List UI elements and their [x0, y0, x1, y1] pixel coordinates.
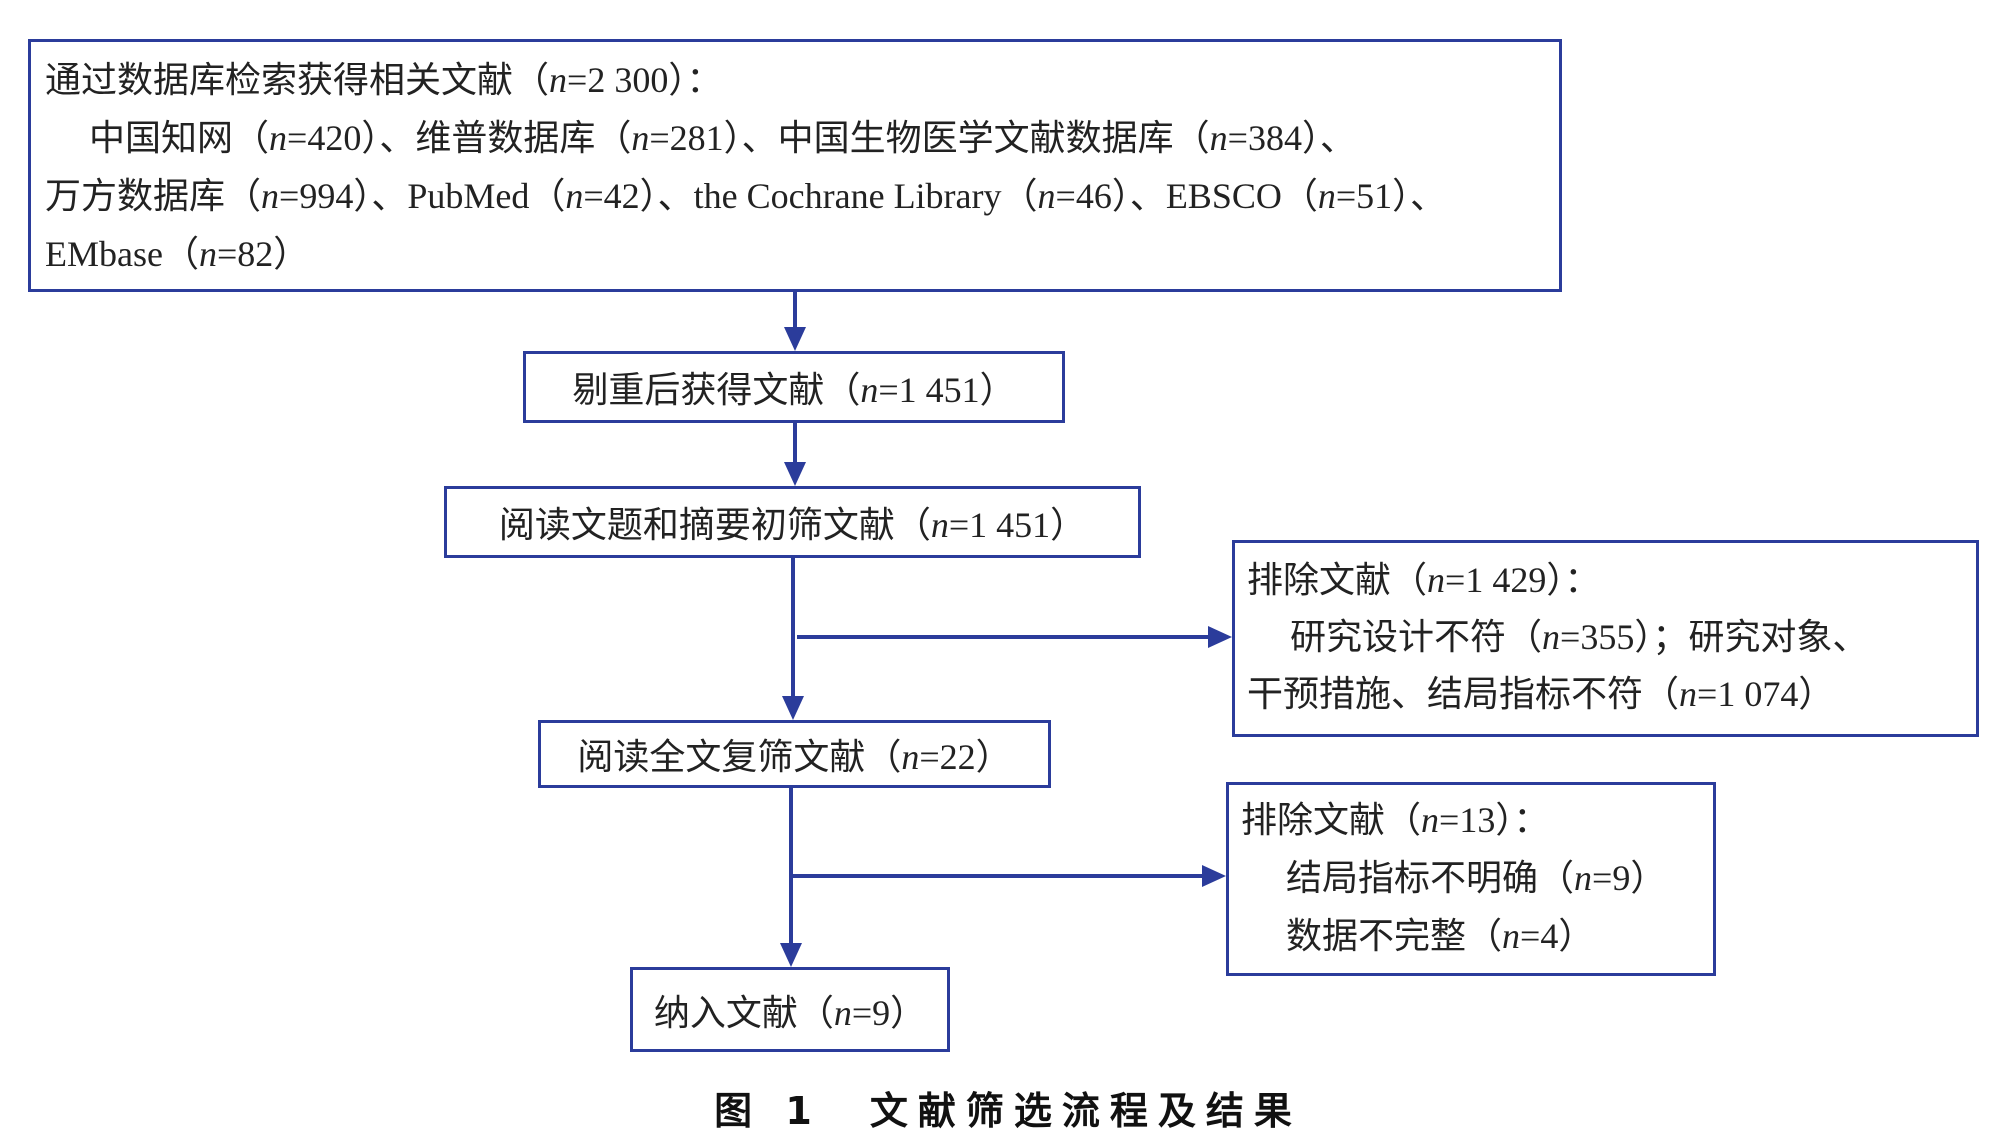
excluded-1-reason-line-2: 干预措施、结局指标不符（n=1 074）	[1247, 674, 1835, 714]
arrow-dedup-to-screen-head	[784, 462, 806, 486]
full-text-screening-label: 阅读全文复筛文献（n=22）	[577, 737, 1012, 777]
excluded-2-reason-outcome: 结局指标不明确（n=9）	[1286, 858, 1667, 898]
figure-caption: 图 1 文献筛选流程及结果	[714, 1089, 1302, 1133]
full-text-screening-box: 阅读全文复筛文献（n=22）	[538, 720, 1051, 788]
arrow-screen-to-fulltext-head	[782, 696, 804, 720]
search-total-line: 通过数据库检索获得相关文献（n=2 300）：	[45, 60, 723, 100]
search-sources-line-1: 中国知网（n=420）、维普数据库（n=281）、中国生物医学文献数据库（n=3…	[89, 118, 1356, 158]
database-search-box: 通过数据库检索获得相关文献（n=2 300）： 中国知网（n=420）、维普数据…	[28, 39, 1562, 292]
excluded-after-full-text-box: 排除文献（n=13）： 结局指标不明确（n=9） 数据不完整（n=4）	[1226, 782, 1716, 976]
arrow-search-to-dedup-head	[784, 327, 806, 351]
arrow-screen-to-excluded-1-head	[1208, 626, 1232, 648]
title-abstract-screening-label: 阅读文题和摘要初筛文献（n=1 451）	[498, 505, 1087, 545]
arrow-fulltext-to-excluded-2-head	[1202, 865, 1226, 887]
search-sources-line-3: EMbase（n=82）	[45, 234, 310, 274]
arrow-fulltext-to-included-head	[780, 943, 802, 967]
excluded-after-screening-box: 排除文献（n=1 429）： 研究设计不符（n=355）；研究对象、 干预措施、…	[1232, 540, 1979, 737]
excluded-2-reason-incomplete-data: 数据不完整（n=4）	[1286, 916, 1595, 956]
deduplication-box: 剔重后获得文献（n=1 451）	[523, 351, 1065, 423]
included-studies-box: 纳入文献（n=9）	[630, 967, 950, 1052]
search-sources-line-2: 万方数据库（n=994）、PubMed（n=42）、the Cochrane L…	[45, 176, 1447, 216]
excluded-1-reason-line-1: 研究设计不符（n=355）；研究对象、	[1290, 617, 1869, 657]
included-studies-label: 纳入文献（n=9）	[653, 992, 927, 1033]
title-abstract-screening-box: 阅读文题和摘要初筛文献（n=1 451）	[444, 486, 1141, 558]
excluded-1-total-line: 排除文献（n=1 429）：	[1247, 560, 1601, 600]
excluded-2-total-line: 排除文献（n=13）：	[1241, 800, 1550, 840]
deduplication-label: 剔重后获得文献（n=1 451）	[572, 370, 1016, 410]
